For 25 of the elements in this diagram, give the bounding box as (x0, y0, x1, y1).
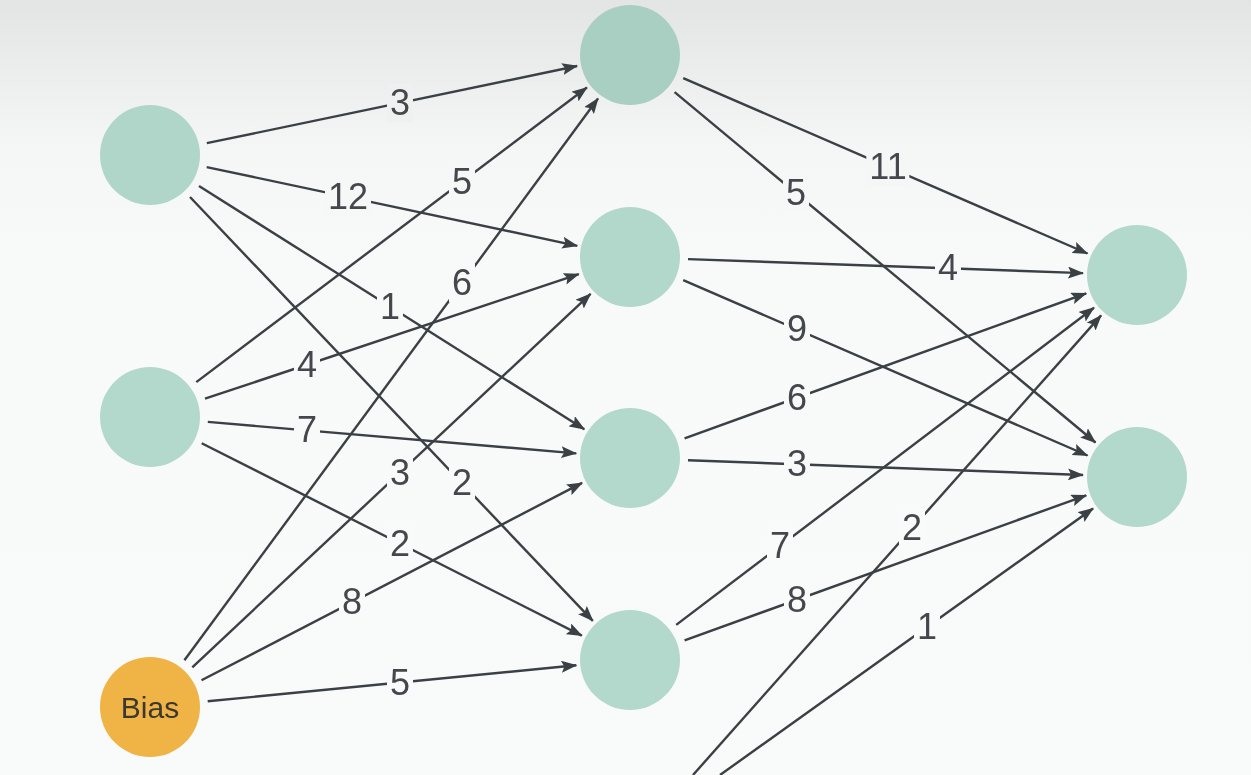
arrow (682, 279, 1089, 457)
arrow (687, 459, 1084, 481)
neuron-circle (580, 5, 680, 105)
arrow (684, 494, 1088, 642)
arrow (206, 63, 579, 145)
arrow (204, 272, 580, 400)
arrow (191, 293, 592, 669)
node-label: Bias (120, 690, 180, 724)
arrow (189, 196, 594, 622)
arrow (692, 314, 1102, 775)
arrow (195, 86, 588, 384)
arrow (201, 442, 583, 637)
arrow (719, 507, 1094, 775)
arrow (684, 292, 1088, 440)
arrow (200, 481, 583, 682)
edge-label: 2 (899, 509, 925, 548)
arrow (183, 97, 599, 661)
arrow (675, 306, 1095, 626)
arrow (682, 77, 1089, 255)
edge-label: 6 (449, 264, 475, 303)
arrow (673, 91, 1097, 444)
arrow (207, 420, 578, 459)
arrow (207, 660, 578, 703)
arrow (687, 257, 1084, 279)
arrow (198, 185, 586, 431)
